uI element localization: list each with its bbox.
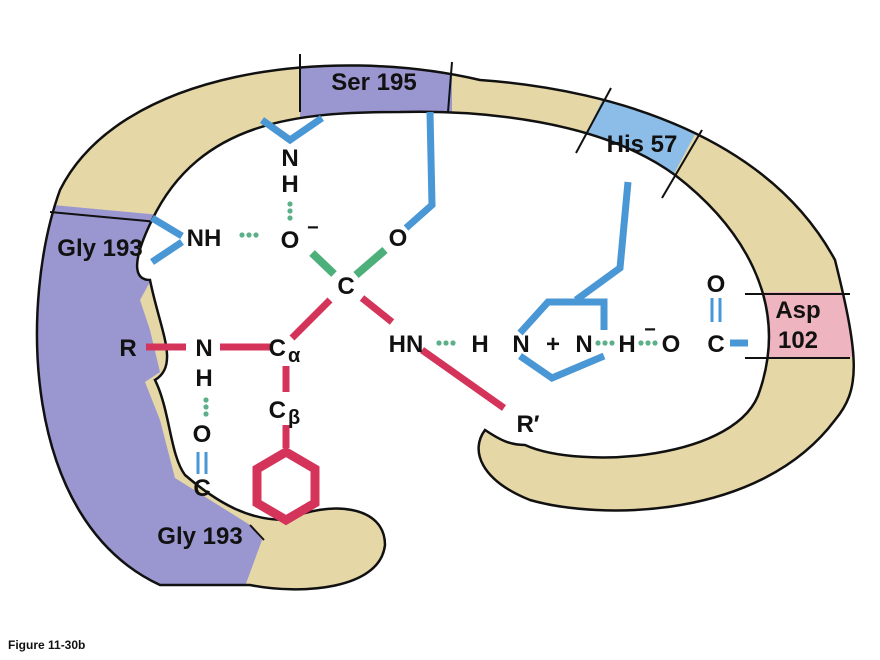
his-n2-atom: N (575, 331, 592, 358)
ser195-nh-bond (259, 115, 324, 145)
ser-o-atom: O (389, 225, 408, 252)
asp-charge: − (644, 319, 656, 341)
gly-c-atom: C (193, 475, 210, 502)
asp-o-top-atom: O (707, 271, 726, 298)
ser-h-atom: H (281, 171, 298, 198)
asp-o-atom: O (662, 331, 681, 358)
figure-caption: Figure 11-30b (8, 638, 86, 652)
his-h2-atom: H (618, 331, 635, 358)
gly193-nh-bond (150, 214, 184, 265)
c-beta-atom: C (269, 397, 286, 424)
hn-to-rprime-bond (419, 347, 507, 411)
c-alpha-subscript: α (288, 345, 301, 367)
c-to-calpha-bond (289, 297, 333, 341)
ser-o-c-bond (353, 246, 388, 279)
c-beta-subscript: β (288, 407, 300, 429)
his-n1-atom: N (512, 331, 529, 358)
c-to-hn-bond (359, 295, 395, 325)
c-alpha-atom: C (269, 335, 286, 362)
r-prime-group: R′ (516, 411, 539, 438)
protein-backbone-outline (35, 64, 855, 591)
protein-backbone-band (36, 65, 854, 590)
gly193-lower-label: Gly 193 (157, 523, 242, 550)
oxyanion-o-atom: O (281, 227, 300, 254)
ser-n-atom: N (281, 145, 298, 172)
substrate-n-atom: N (195, 335, 212, 362)
asp102-label-line2: 102 (778, 327, 818, 354)
phenyl-ring (252, 446, 320, 526)
oxyanion-c-bond (309, 250, 337, 277)
gly-o-atom: O (193, 421, 212, 448)
gly193-upper-label: Gly 193 (57, 235, 142, 262)
his57-side-chain (573, 181, 632, 303)
asp102-label-line1: Asp (775, 297, 820, 324)
substrate-h-atom: H (195, 365, 212, 392)
central-c-atom: C (337, 273, 354, 300)
chymotrypsin-active-site-diagram: Ser 195 His 57 Gly 193 Gly 193 Asp 102 N… (35, 54, 855, 591)
imidazolium-plus: + (546, 331, 560, 358)
oxyanion-charge: − (307, 217, 319, 239)
ser195-label: Ser 195 (331, 69, 416, 96)
r-group: R (119, 335, 136, 362)
his-h1-atom: H (471, 331, 488, 358)
imidazole-ring (517, 298, 608, 382)
leaving-hn-atom: HN (389, 331, 424, 358)
ser195-side-chain (403, 111, 436, 231)
his57-label: His 57 (607, 131, 678, 158)
asp-c-atom: C (707, 331, 724, 358)
backbone-nh-atom: NH (187, 225, 222, 252)
